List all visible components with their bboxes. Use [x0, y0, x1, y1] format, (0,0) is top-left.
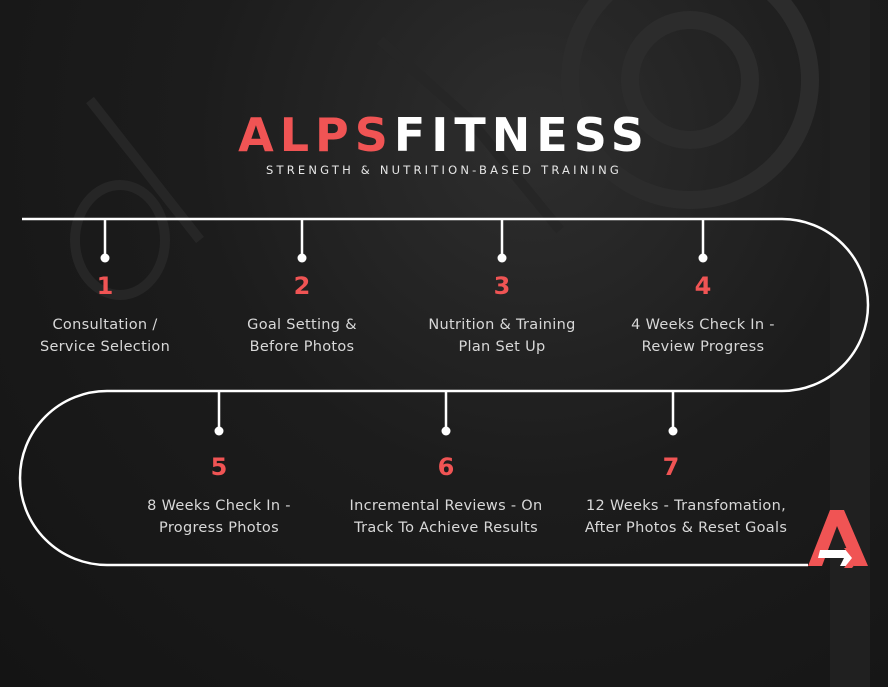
step-number: 2	[293, 272, 311, 300]
brand-fitness: FITNESS	[393, 108, 650, 162]
step-label: Goal Setting &Before Photos	[247, 317, 357, 355]
step-1: 1 Consultation /Service Selection	[10, 272, 200, 358]
brand-logo-text: ALPSFITNESS	[0, 108, 888, 162]
step-label: 4 Weeks Check In -Review Progress	[631, 317, 775, 355]
step-7: 7 12 Weeks - Transfomation,After Photos …	[568, 453, 804, 539]
timeline-dot	[214, 426, 224, 436]
step-number: 7	[662, 453, 680, 481]
timeline-dot	[668, 426, 678, 436]
timeline-dot	[441, 426, 451, 436]
alps-a-logo-icon	[808, 510, 868, 568]
step-5: 5 8 Weeks Check In -Progress Photos	[114, 453, 324, 539]
step-label: 8 Weeks Check In -Progress Photos	[147, 498, 291, 536]
tagline: STRENGTH & NUTRITION-BASED TRAINING	[265, 163, 623, 177]
step-number: 4	[694, 272, 712, 300]
step-number: 3	[493, 272, 511, 300]
step-2: 2 Goal Setting &Before Photos	[207, 272, 397, 358]
step-number: 1	[96, 272, 114, 300]
step-label: 12 Weeks - Transfomation,After Photos & …	[584, 498, 788, 536]
step-label: Consultation /Service Selection	[39, 317, 171, 355]
timeline-dot	[297, 253, 307, 263]
step-number: 6	[437, 453, 455, 481]
timeline-dot	[698, 253, 708, 263]
timeline-dot	[497, 253, 507, 263]
timeline-dot	[100, 253, 110, 263]
brand-alps: ALPS	[238, 108, 394, 162]
step-4: 4 4 Weeks Check In -Review Progress	[608, 272, 798, 358]
step-number: 5	[210, 453, 228, 481]
